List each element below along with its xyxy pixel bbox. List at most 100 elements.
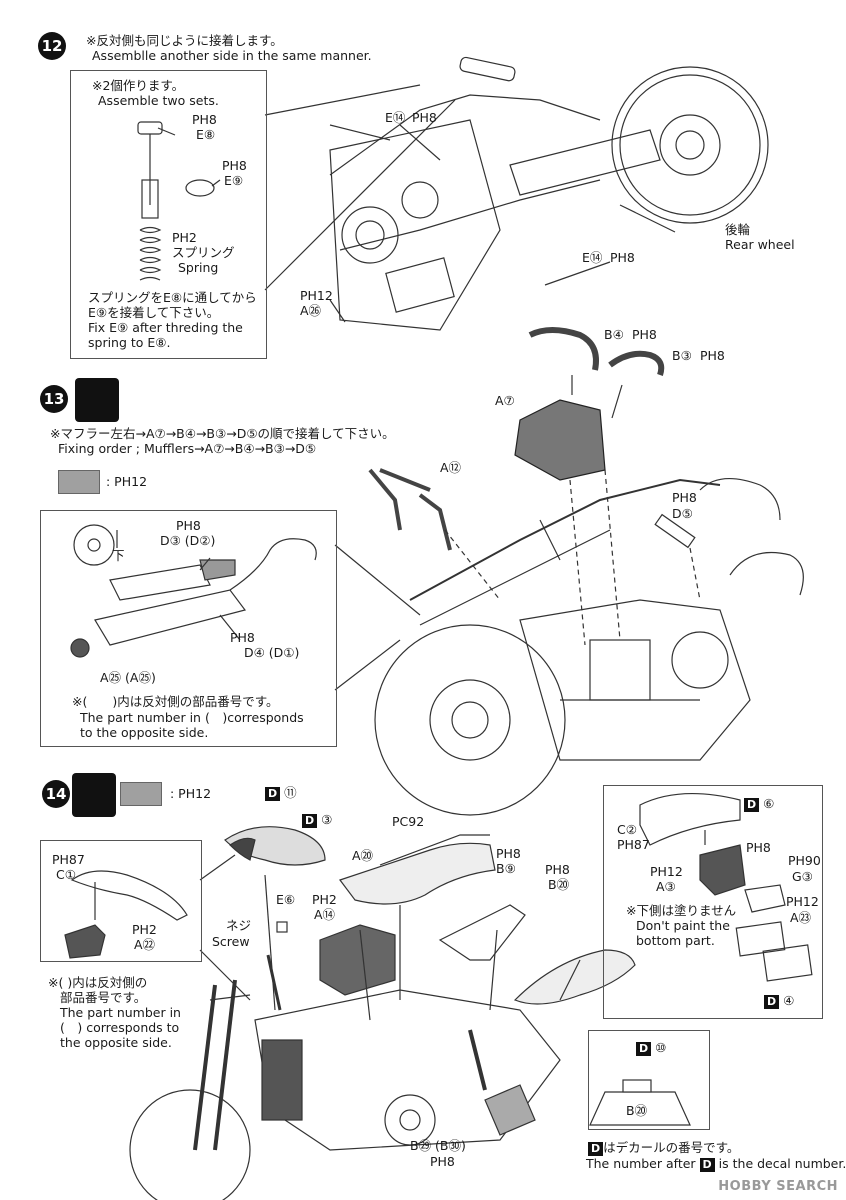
step13-paint-ph8-d5: PH8 xyxy=(672,490,697,505)
step12-inset-box xyxy=(70,70,267,359)
decal-d-badge: D xyxy=(764,995,780,1009)
step14-paren-en2: ( ) corresponds to xyxy=(60,1020,180,1035)
step14-decal-note-jp: はデカールの番号です。 xyxy=(603,1140,740,1155)
step14-screw-jp: ネジ xyxy=(226,918,252,933)
step12-paint-ph8-a: PH8 xyxy=(192,112,217,127)
decal-d-badge: D xyxy=(636,1042,652,1056)
step13-part-a12: A⑫ xyxy=(440,460,462,475)
step13-paren-note-jp: ※( )内は反対側の部品番号です。 xyxy=(72,694,279,709)
step14-paren-jp2: 部品番号です。 xyxy=(60,990,147,1005)
step14-paint-ph2-a14: PH2 xyxy=(312,892,337,907)
step13-part-d3d2: D③ (D②) xyxy=(160,533,216,548)
step14-r-paint-ph90: PH90 xyxy=(788,853,821,868)
step14-paren-en1: The part number in xyxy=(60,1005,181,1020)
step12-paint-ph8-bottom: PH8 xyxy=(610,250,635,265)
step14-paint-ph8-b20: PH8 xyxy=(545,862,570,877)
decal-d-badge: D xyxy=(265,787,281,801)
step14-decal-note-en-post: is the decal number. xyxy=(718,1156,846,1171)
step14-r-part-a23: A㉓ xyxy=(790,910,812,925)
step14-part-e6: E⑥ xyxy=(276,892,296,907)
decal-d-badge: D xyxy=(302,814,318,828)
step14-left-inset-box xyxy=(40,840,202,962)
step14-part-a20: A⑳ xyxy=(352,848,374,863)
step14-inset-ph87: PH87 xyxy=(52,852,85,867)
step14-paren-jp1: ※( )内は反対側の xyxy=(48,975,148,990)
step14-r-note-en2: bottom part. xyxy=(636,933,715,948)
step14-r-note-jp: ※下側は塗りません xyxy=(626,903,737,918)
step12-inset-title-jp: ※2個作ります。 xyxy=(92,78,185,93)
step14-part-a22: A㉒ xyxy=(134,937,156,952)
step14-part-b20: B⑳ xyxy=(548,877,570,892)
step12-paint-ph8-top: PH8 xyxy=(412,110,437,125)
step13-paint-ph8-b3: PH8 xyxy=(700,348,725,363)
step13-part-b4: B④ xyxy=(604,327,624,342)
decal-d-badge: D xyxy=(699,1158,715,1172)
step12-part-a26: A㉖ xyxy=(300,303,322,318)
step-14-number: 14 xyxy=(42,780,70,808)
decal-d-badge: D xyxy=(744,798,760,812)
step14-inset-ph2: PH2 xyxy=(132,922,157,937)
step13-paren-note-en1: The part number in ( )corresponds xyxy=(80,710,304,725)
step13-part-a7: A⑦ xyxy=(495,393,515,408)
step14-r-part-g3: G③ xyxy=(792,869,813,884)
step12-spring-jp: スプリング xyxy=(172,245,235,260)
step13-down-label: 下 xyxy=(112,548,125,563)
step14-r-decal-d6: ⑥ xyxy=(763,796,775,811)
paint-swatch-14 xyxy=(120,782,162,806)
step14-part-b29: B㉙ (B㉚) xyxy=(410,1138,466,1153)
step-13-number: 13 xyxy=(40,385,68,413)
step14-paint-ph8-b29: PH8 xyxy=(430,1154,455,1169)
step12-paint-ph12: PH12 xyxy=(300,288,333,303)
step12-paint-ph2: PH2 xyxy=(172,230,197,245)
step12-note-jp: ※反対側も同じように接着します。 xyxy=(86,33,283,48)
watermark: HOBBY SEARCH xyxy=(718,1179,838,1194)
step14-part-b9: B⑨ xyxy=(496,861,516,876)
step14-part-a14: A⑭ xyxy=(314,907,336,922)
step14-r-note-en1: Don't paint the xyxy=(636,918,730,933)
step13-part-d5: D⑤ xyxy=(672,506,693,521)
step12-rear-wheel-jp: 後輪 xyxy=(725,222,751,237)
step13-paren-note-en2: to the opposite side. xyxy=(80,725,209,740)
step13-part-b3: B③ xyxy=(672,348,692,363)
step13-inset-ph8-b: PH8 xyxy=(230,630,255,645)
step14-decal-d10-box xyxy=(588,1030,710,1130)
step14-decal-d10: ⑩ xyxy=(655,1040,667,1055)
step14-paint-pc92: PC92 xyxy=(392,814,425,829)
step12-inset-title-en: Assemble two sets. xyxy=(98,93,219,108)
step13-part-d4d1: D④ (D①) xyxy=(244,645,300,660)
step14-r-part-a3: A③ xyxy=(656,879,676,894)
step13-part-a25: A㉕ (A㉕) xyxy=(100,670,156,685)
step14-right-inset-box xyxy=(603,785,823,1019)
step14-decal-note-en-pre: The number after xyxy=(586,1156,696,1171)
step14-r-decal-d4: ④ xyxy=(783,993,795,1008)
step12-part-e8: E⑧ xyxy=(196,127,216,142)
step12-part-e14-top: E⑭ xyxy=(385,110,406,125)
step12-rear-wheel-en: Rear wheel xyxy=(725,237,795,252)
step14-r-paint-ph12: PH12 xyxy=(650,864,683,879)
step12-part-e14-bottom: E⑭ xyxy=(582,250,603,265)
step14-paren-en3: the opposite side. xyxy=(60,1035,172,1050)
step14-r-paint-ph8: PH8 xyxy=(746,840,771,855)
step14-screw-en: Screw xyxy=(212,934,250,949)
step14-r-paint-ph12b: PH12 xyxy=(786,894,819,909)
step12-spring-en: Spring xyxy=(178,260,219,275)
step12-inst-jp2: E⑨を接着して下さい。 xyxy=(88,305,220,320)
step14-decal-d11: ⑪ xyxy=(284,785,297,800)
step12-inst-en2: spring to E⑧. xyxy=(88,335,171,350)
step13-paint-ph8-b4: PH8 xyxy=(632,327,657,342)
step12-inst-jp1: スプリングをE⑧に通してから xyxy=(88,290,257,305)
paint-swatch xyxy=(58,470,100,494)
step13-inset-ph8-a: PH8 xyxy=(176,518,201,533)
step13-inset-box xyxy=(40,510,337,747)
step14-decal-d3: ③ xyxy=(321,812,333,827)
step12-note-en: Assemblle another side in the same manne… xyxy=(92,48,372,63)
decal-d-badge: D xyxy=(588,1142,604,1156)
step-12-number: 12 xyxy=(38,32,66,60)
step14-part-b20-bottom: B⑳ xyxy=(626,1103,648,1118)
step14-r-part-c2: C② xyxy=(617,822,637,837)
wrench-icon xyxy=(75,378,119,422)
step14-part-c1: C① xyxy=(56,867,76,882)
step14-r-paint-ph87: PH87 xyxy=(617,837,650,852)
step14-paint-label: : PH12 xyxy=(170,786,212,801)
